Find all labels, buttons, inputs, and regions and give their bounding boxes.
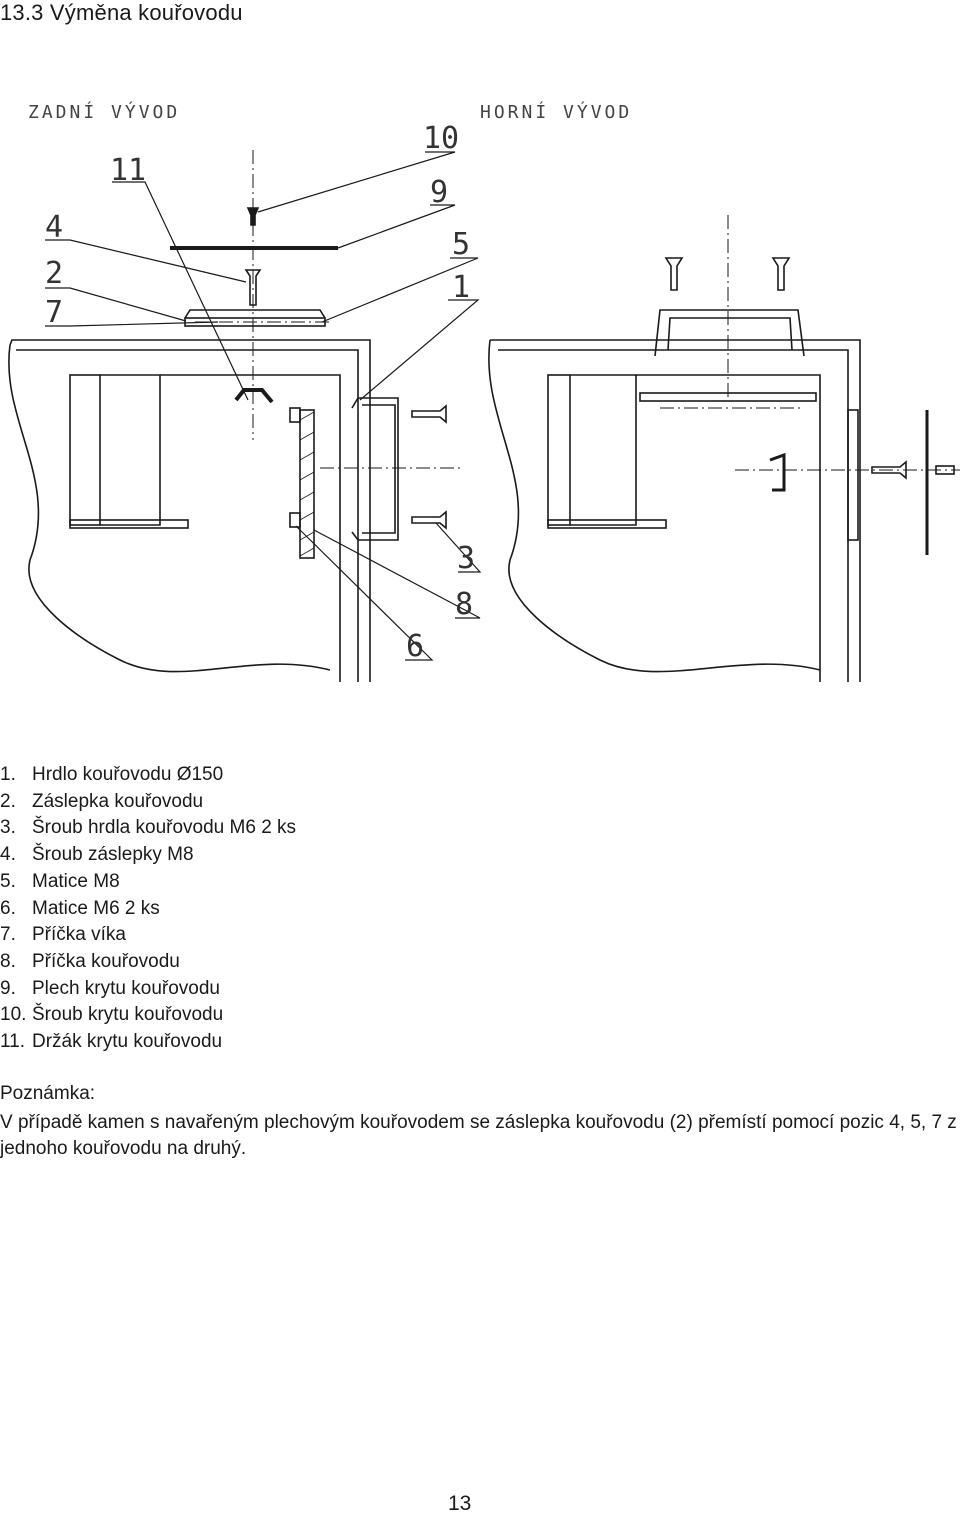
callout-4: 4 bbox=[45, 210, 63, 245]
right-inner-frame bbox=[570, 374, 637, 526]
side-screw bbox=[871, 460, 907, 480]
right-inner-panel bbox=[547, 374, 571, 526]
rear-plate-8 bbox=[299, 409, 315, 559]
leader-2 bbox=[45, 287, 187, 322]
list-item: 6.Matice M6 2 ks bbox=[0, 897, 160, 919]
bolt-4 bbox=[244, 269, 262, 306]
list-item: 7.Příčka víka bbox=[0, 924, 126, 946]
callout-3: 3 bbox=[457, 541, 475, 576]
list-item: 2.Záslepka kouřovodu bbox=[0, 790, 204, 812]
screw-3-bottom bbox=[411, 510, 447, 530]
right-stove-inner bbox=[498, 349, 849, 682]
right-shelf-plate bbox=[547, 519, 667, 529]
left-break-line bbox=[8, 344, 331, 673]
leader-7 bbox=[45, 321, 219, 327]
top-bolt-left bbox=[664, 257, 684, 291]
top-flue-collar bbox=[654, 309, 805, 357]
callout-5: 5 bbox=[452, 227, 470, 262]
list-item: 9.Plech krytu kouřovodu bbox=[0, 977, 220, 999]
callout-7: 7 bbox=[45, 295, 63, 330]
list-item: 10.Šroub krytu kouřovodu bbox=[0, 1004, 224, 1026]
leader-6 bbox=[295, 525, 434, 661]
callout-11: 11 bbox=[110, 153, 146, 188]
side-bracket bbox=[769, 452, 786, 492]
right-stove-outline bbox=[490, 339, 861, 682]
side-cover-plate bbox=[847, 409, 859, 541]
note-text: V případě kamen s navařeným plechovým ko… bbox=[0, 1112, 957, 1159]
note-title: Poznámka: bbox=[0, 1083, 96, 1104]
list-item: 1.Hrdlo kouřovodu Ø150 bbox=[0, 764, 224, 785]
top-bolt-right bbox=[771, 257, 791, 291]
page-number: 13 bbox=[448, 1492, 472, 1515]
left-inner-frame bbox=[160, 374, 341, 682]
left-stove-outline bbox=[9, 339, 371, 682]
leader-11 bbox=[112, 181, 249, 401]
callout-1: 1 bbox=[452, 270, 470, 305]
nut-6-bottom bbox=[289, 512, 301, 528]
callout-2: 2 bbox=[45, 256, 63, 291]
list-item: 4.Šroub záslepky M8 bbox=[0, 844, 194, 866]
label-top-outlet: HORNÍ VÝVOD bbox=[480, 101, 632, 123]
leader-3 bbox=[435, 522, 482, 573]
crossbar-7-lip bbox=[184, 309, 326, 319]
leader-4 bbox=[45, 239, 247, 283]
list-item: 5.Matice M8 bbox=[0, 870, 120, 892]
rear-flue-collar-inner bbox=[362, 404, 396, 534]
list-item: 11.Držák krytu kouřovodu bbox=[0, 1031, 223, 1053]
callout-9: 9 bbox=[430, 175, 448, 210]
right-inner-body bbox=[636, 374, 821, 682]
section-title: 13.3 Výměna kouřovodu bbox=[0, 0, 243, 25]
label-rear-outlet: ZADNÍ VÝVOD bbox=[28, 101, 180, 123]
leader-9 bbox=[337, 204, 456, 249]
parts-list: 1.Hrdlo kouřovodu Ø150 2.Záslepka kouřov… bbox=[0, 762, 296, 1056]
list-item: 3.Šroub hrdla kouřovodu M6 2 ks bbox=[0, 817, 297, 839]
leader-5 bbox=[321, 257, 479, 323]
callout-6: 6 bbox=[406, 629, 424, 664]
list-item: 8.Příčka kouřovodu bbox=[0, 950, 180, 972]
nut-6-top bbox=[289, 407, 301, 423]
rear-flue-collar bbox=[351, 397, 399, 541]
callout-10: 10 bbox=[423, 121, 459, 156]
right-break-line bbox=[488, 339, 821, 673]
left-inner-shelf bbox=[100, 374, 161, 526]
top-flue-collar-inner bbox=[667, 317, 793, 351]
left-inner-panel bbox=[69, 374, 101, 526]
screw-3-top bbox=[411, 404, 447, 424]
left-stove-inner bbox=[16, 349, 359, 682]
leader-8 bbox=[313, 529, 481, 619]
leader-1 bbox=[359, 299, 480, 401]
technical-drawing: ZADNÍ VÝVOD HORNÍ VÝVOD 11 10 9 4 2 7 5 … bbox=[8, 101, 960, 682]
callout-8: 8 bbox=[455, 587, 473, 622]
leader-10 bbox=[257, 151, 456, 213]
bracket-11 bbox=[234, 388, 274, 404]
left-shelf-plate bbox=[69, 519, 189, 529]
